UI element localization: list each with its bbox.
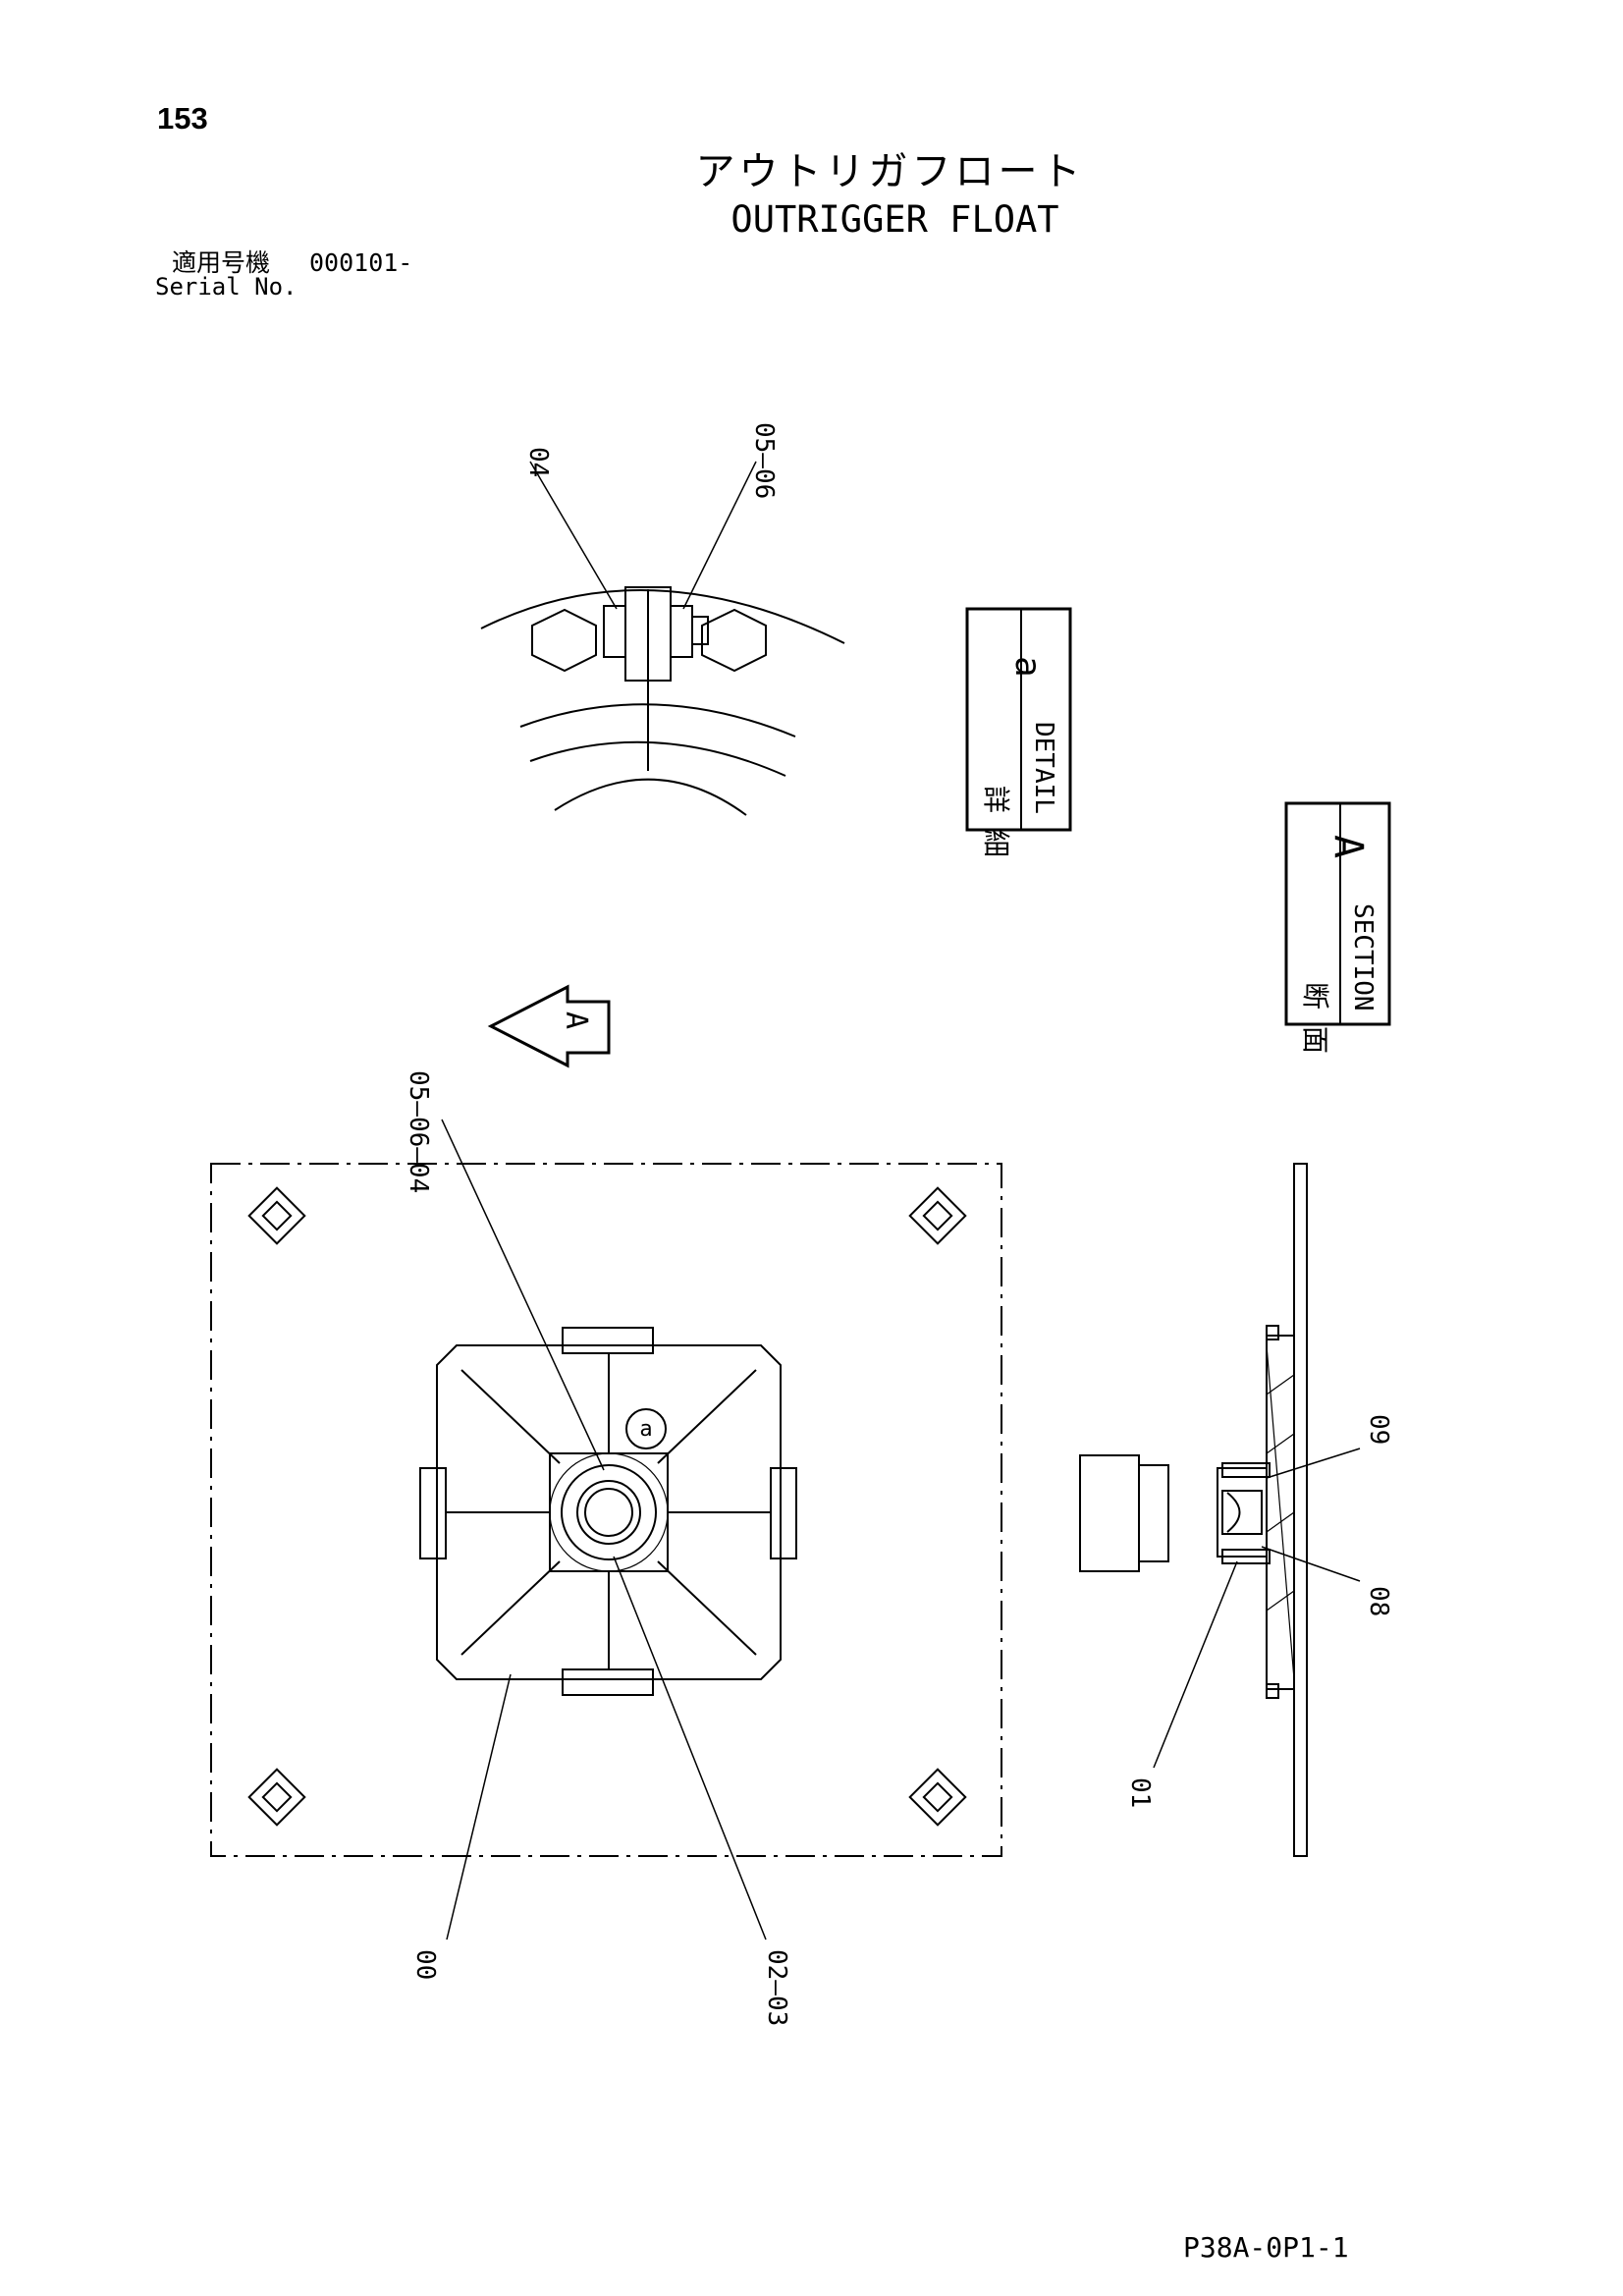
section-label-en: SECTION bbox=[1348, 903, 1378, 1011]
callout-09-section: 09 bbox=[1364, 1414, 1393, 1445]
detail-view bbox=[480, 461, 845, 816]
view-arrow-mark: A bbox=[559, 1011, 593, 1029]
detail-label-jp: 詳 細 bbox=[980, 786, 1012, 857]
callout-04-detail: 04 bbox=[523, 447, 553, 477]
title-english: OUTRIGGER FLOAT bbox=[730, 198, 1059, 241]
document-code: P38A-0P1-1 bbox=[1183, 2231, 1349, 2264]
section-label-mark: A bbox=[1325, 835, 1371, 858]
callout-00-plan: 00 bbox=[410, 1949, 440, 1980]
view-arrow bbox=[487, 984, 611, 1068]
callout-05-06-detail: 05–06 bbox=[749, 422, 779, 499]
callout-08-section: 08 bbox=[1364, 1586, 1393, 1616]
circle-marker-mark: a bbox=[639, 1417, 652, 1442]
section-view bbox=[1079, 1163, 1361, 1857]
serial-label-english: Serial No. bbox=[155, 273, 298, 301]
serial-label-japanese: 適用号機 bbox=[172, 248, 271, 277]
serial-number-value: 000101- bbox=[309, 248, 413, 277]
callout-05-06-04-plan: 05–06–04 bbox=[404, 1070, 433, 1193]
section-label-box bbox=[1284, 801, 1391, 1026]
title-japanese: アウトリガフロート bbox=[695, 149, 1085, 194]
page-number: 153 bbox=[157, 101, 208, 136]
detail-label-box bbox=[965, 607, 1072, 832]
detail-label-en: DETAIL bbox=[1029, 722, 1058, 814]
callout-01-section: 01 bbox=[1125, 1777, 1155, 1808]
plan-view bbox=[210, 1119, 1002, 1941]
section-label-jp: 断 面 bbox=[1299, 982, 1331, 1054]
callout-02-03-plan: 02–03 bbox=[762, 1949, 791, 2026]
corner-pad bbox=[247, 1186, 967, 1827]
detail-label-mark: a bbox=[1007, 656, 1048, 678]
